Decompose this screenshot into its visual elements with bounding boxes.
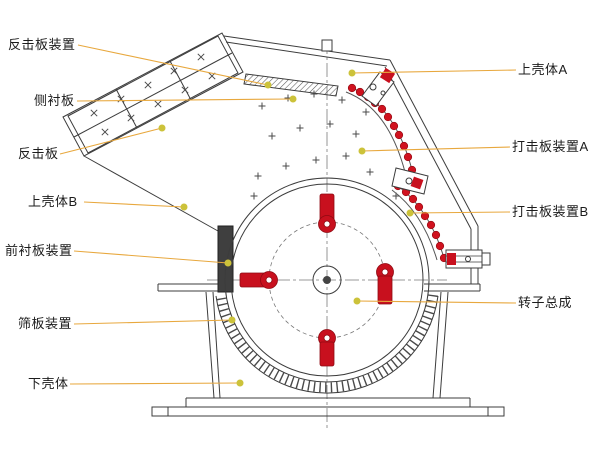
anchor-dot: [158, 124, 166, 132]
wall-plus-marks: [250, 90, 400, 200]
anchor-dot: [228, 316, 236, 324]
label-screen-plate-assembly: 筛板装置: [18, 316, 73, 331]
label-blow-bar-assembly-a: 打击板装置A: [512, 139, 589, 154]
label-rotor-assembly: 转子总成: [518, 295, 573, 310]
leader-line: [83, 201, 185, 208]
leader-lines: [59, 44, 517, 385]
label-impact-plate-assembly: 反击板装置: [8, 37, 76, 52]
leader-line: [77, 44, 269, 86]
anchor-dot: [224, 259, 232, 267]
blow-bar-arc-b: [391, 181, 449, 263]
anchor-dot: [289, 95, 297, 103]
label-blow-bar-assembly-b: 打击板装置B: [512, 204, 589, 219]
label-upper-casing-a: 上壳体A: [518, 62, 568, 77]
label-side-liner-plate: 侧衬板: [34, 93, 75, 108]
leader-line: [73, 250, 229, 264]
label-lower-casing: 下壳体: [28, 376, 69, 391]
anchor-dot: [236, 379, 244, 387]
anchor-dot: [353, 297, 361, 305]
anchor-dot: [180, 203, 188, 211]
mount-bracket-mid: [391, 167, 429, 195]
leader-line: [59, 127, 163, 155]
anchor-dot: [348, 69, 356, 77]
anchor-dot: [358, 147, 366, 155]
leader-line: [361, 146, 511, 152]
leader-line: [409, 211, 511, 214]
adjusting-cylinder: [445, 249, 491, 269]
label-upper-casing-b: 上壳体B: [28, 194, 78, 209]
leader-line: [351, 69, 517, 74]
mount-bracket-top: [361, 67, 396, 107]
base-foundation: [151, 397, 505, 417]
machine-outline: [83, 35, 481, 399]
leader-line: [356, 300, 517, 304]
anchor-dot: [264, 81, 272, 89]
liner-hatch-strip: [243, 73, 339, 97]
label-impact-plate: 反击板: [18, 146, 59, 161]
screen-band: [215, 294, 439, 394]
rotor-hammers: [239, 193, 394, 367]
leader-line: [69, 382, 241, 385]
anchor-dot: [406, 209, 414, 217]
leader-line: [73, 319, 233, 325]
impact-plate-panel: [62, 32, 244, 157]
label-anchor-dots: [158, 69, 414, 387]
centerlines: [207, 40, 447, 430]
label-front-liner-assembly: 前衬板装置: [5, 243, 73, 258]
leader-line: [76, 98, 294, 102]
